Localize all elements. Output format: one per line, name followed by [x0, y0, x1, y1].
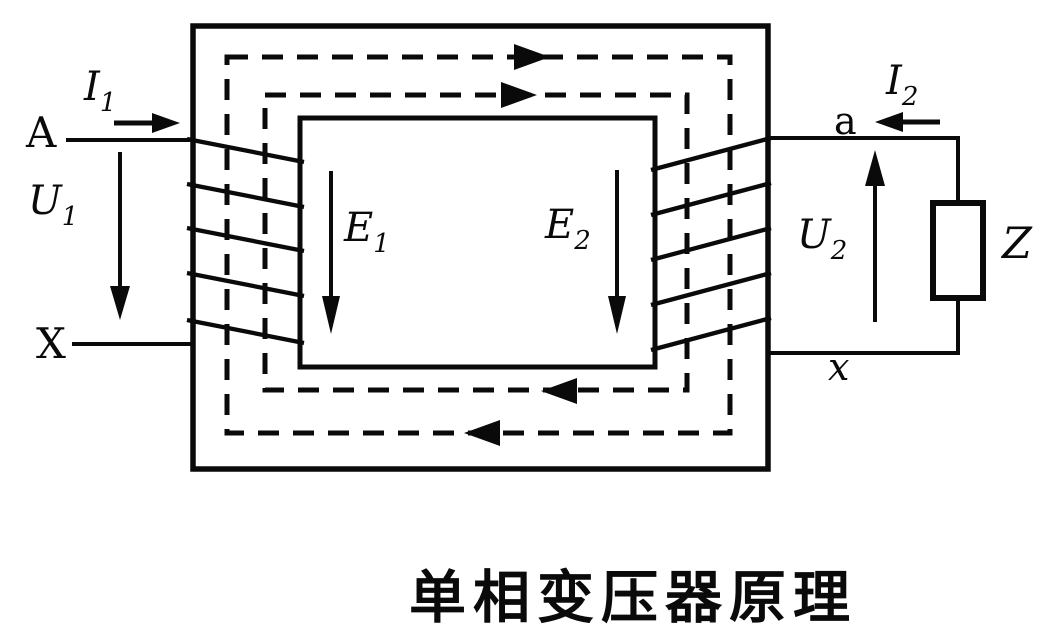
flux-loop-inner: [262, 92, 690, 393]
winding-turn: [186, 225, 305, 254]
emf-secondary-label: E2: [544, 202, 591, 256]
flux-arrow-top-outer-icon: [514, 44, 550, 70]
emf-arrow-secondary-icon: [608, 170, 626, 334]
winding-turn: [650, 270, 772, 308]
flux-arrow-bottom-outer-icon: [464, 420, 500, 446]
current-primary-label: I1: [83, 64, 116, 118]
winding-turn: [186, 270, 305, 299]
terminal-x-label: x: [828, 345, 849, 389]
core-window-rect: [297, 115, 658, 370]
winding-turn: [186, 136, 305, 165]
load-label: Z: [1000, 219, 1033, 269]
winding-turn: [650, 180, 772, 218]
primary-winding: [186, 136, 305, 346]
current-arrow-primary-icon: [114, 113, 180, 133]
load-box: [930, 200, 986, 301]
winding-turn: [650, 135, 772, 173]
voltage-arrow-primary-icon: [110, 152, 130, 320]
core-outer-rect: [190, 23, 771, 472]
terminal-A-label: A: [25, 108, 57, 157]
voltage-secondary-label: U2: [797, 212, 847, 266]
terminal-X-label: X: [36, 319, 66, 368]
winding-turn: [186, 317, 305, 346]
voltage-arrow-secondary-icon: [865, 150, 885, 322]
emf-primary-label: E1: [343, 205, 390, 259]
winding-turn: [186, 181, 305, 210]
emf-arrow-primary-icon: [322, 171, 340, 334]
flux-arrow-bottom-inner-icon: [541, 378, 577, 404]
current-secondary-label: I2: [885, 58, 918, 112]
terminal-a-label: a: [834, 99, 857, 143]
diagram-caption: 单相变压器原理: [409, 564, 857, 631]
flux-arrow-top-inner-icon: [501, 82, 537, 108]
winding-turn: [650, 315, 772, 353]
current-arrow-secondary-icon: [875, 112, 940, 132]
winding-turn: [650, 225, 772, 263]
secondary-winding: [650, 135, 772, 353]
voltage-primary-label: U1: [28, 178, 78, 232]
